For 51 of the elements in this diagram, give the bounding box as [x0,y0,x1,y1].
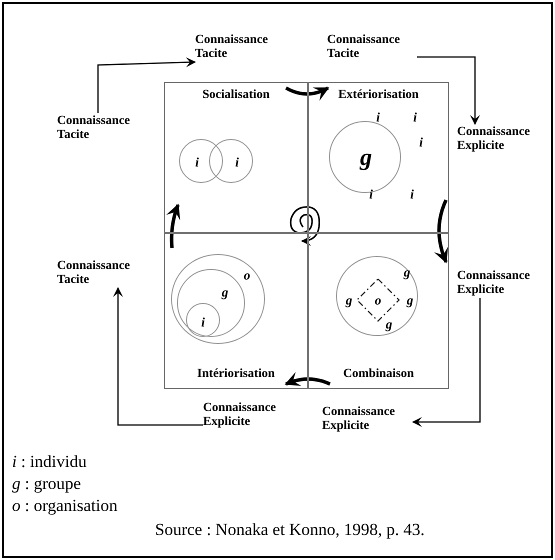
arrow [97,57,196,113]
knowledge-label: Connaissance Tacite [57,113,147,143]
arrow [166,204,180,248]
arrow [417,56,480,125]
quadrant-title: Intériorisation [196,366,276,381]
letter-label: o [244,268,250,282]
letter-label: i [235,156,239,168]
quadrant-title: Extériorisation [337,87,420,102]
circle-outline [209,139,253,183]
letter-label: g [222,286,228,298]
knowledge-label: Connaissance Tacite [327,32,417,62]
circle-outline [336,256,418,336]
quadrant-panel [164,82,308,233]
circle-outline [177,269,245,337]
circle-outline [186,303,220,337]
knowledge-label: Connaissance Explicite [457,124,552,154]
knowledge-label: Connaissance Explicite [203,400,298,430]
letter-label: o [374,294,382,306]
quadrant-panel [164,233,308,389]
knowledge-label: Connaissance Tacite [195,32,285,62]
legend-text: o : organisation [12,496,118,516]
letter-label: i [410,188,414,200]
source-caption: Source : Nonaka et Konno, 1998, p. 43. [155,520,425,540]
arrow [285,86,330,101]
knowledge-label: Connaissance Explicite [457,268,552,298]
circle-outline [171,254,265,344]
quadrant-panel [308,82,449,233]
letter-label: g [346,294,352,306]
arrow [412,298,481,427]
dashed-diamond [356,278,400,322]
arrow [113,287,203,426]
letter-label: g [360,146,372,170]
letter-label: g [406,294,414,306]
letter-label: i [195,156,199,168]
letter-label: i [201,316,205,328]
letter-label: i [376,110,380,124]
arrow [434,199,448,264]
legend-text: i : individu [12,452,87,472]
letter-label: i [413,110,417,124]
quadrant-title: Socialisation [201,87,271,102]
letter-label: i [419,136,423,148]
arrow [284,372,331,386]
letter-label: g [404,266,410,278]
legend-text: g : groupe [12,474,81,494]
letter-label: g [386,318,392,330]
circle-outline [179,139,223,183]
letter-label: i [369,188,373,200]
quadrant-title: Combinaison [342,366,415,381]
knowledge-label: Connaissance Tacite [57,258,147,288]
quadrant-panel [308,233,449,389]
knowledge-label: Connaissance Explicite [322,404,417,434]
